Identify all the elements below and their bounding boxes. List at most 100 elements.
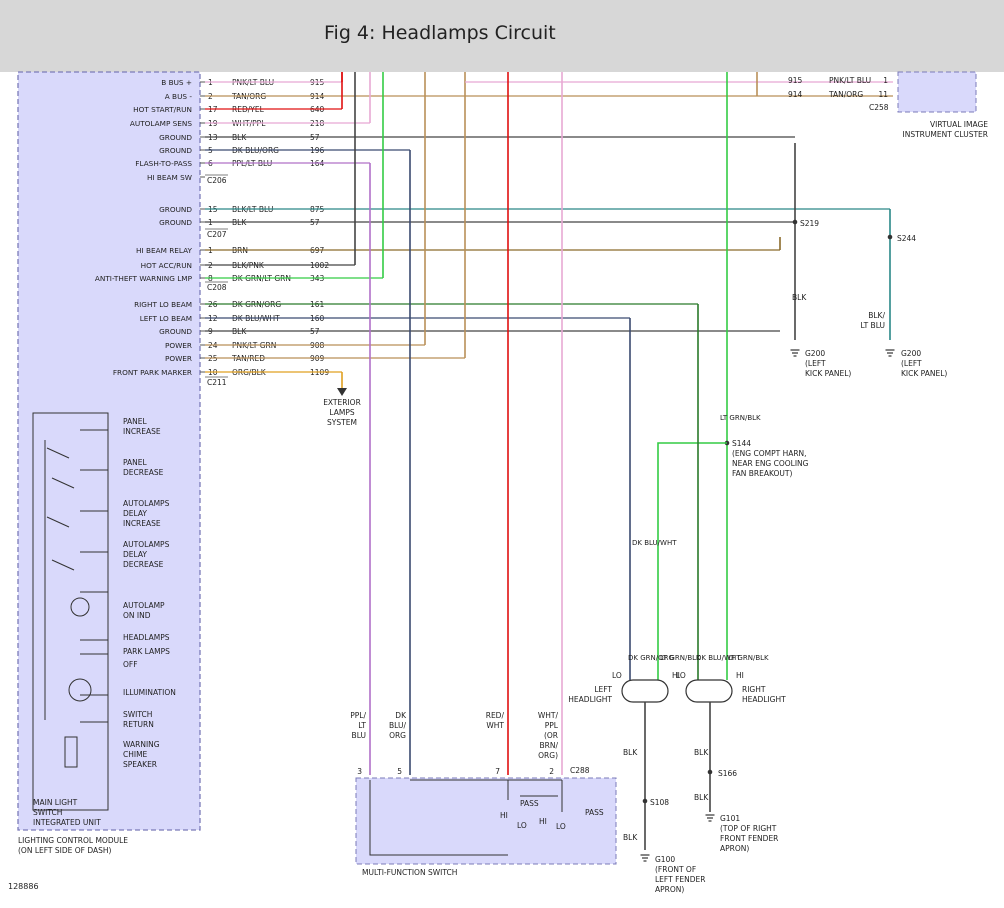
switch-contact — [51, 477, 75, 489]
blk-right-label: BLK — [694, 748, 709, 757]
switch-item-label: OFF — [123, 660, 138, 669]
lo-label: LO — [612, 671, 622, 680]
cluster-pin: 1 — [883, 76, 888, 85]
pin-name: HOT ACC/RUN — [141, 261, 192, 270]
switch-item-label: PANEL — [123, 417, 148, 426]
switch-item-label: WARNING — [123, 740, 160, 749]
mfs-lo2: LO — [556, 822, 566, 831]
arrow-exterior — [337, 388, 347, 396]
hi-label: HI — [736, 671, 744, 680]
switch-contact — [46, 516, 70, 528]
mfs-wire-label: BLU — [352, 731, 366, 740]
switch-item-label: INCREASE — [123, 427, 161, 436]
cluster-pin: 11 — [878, 90, 888, 99]
switch-item-label: DECREASE — [123, 560, 164, 569]
left-headlight — [621, 679, 669, 703]
mfs-wire-label: ORG — [389, 731, 406, 740]
g101-label: (TOP OF RIGHT — [720, 824, 777, 833]
cluster-circuit: 914 — [788, 90, 803, 99]
mfs-pin: 5 — [397, 767, 402, 776]
exterior-lamps-label: LAMPS — [329, 408, 354, 417]
pin-name: AUTOLAMP SENS — [130, 119, 192, 128]
pin-name: POWER — [165, 341, 192, 350]
mfs-wire-label: ORG) — [538, 751, 558, 760]
lt-grn-blk-left: LT GRN/BLK — [660, 654, 701, 662]
connector-label: C207 — [207, 230, 227, 239]
title-bar: Fig 4: Headlamps Circuit — [0, 0, 1004, 72]
mfs-wire-label: DK — [395, 711, 407, 720]
mfs-connector: C288 — [570, 766, 590, 775]
lcm-label: LIGHTING CONTROL MODULE — [18, 836, 128, 845]
switch-item-label: INCREASE — [123, 519, 161, 528]
connector-label: C206 — [207, 176, 227, 185]
switch-contact — [51, 559, 75, 571]
g100-label: APRON) — [655, 885, 684, 894]
hi-label: HI — [672, 671, 680, 680]
cluster-connector: C258 — [869, 103, 889, 112]
s166-label: S166 — [718, 769, 737, 778]
pin-name: A BUS - — [165, 92, 193, 101]
mfs-wire-label: BRN/ — [540, 741, 559, 750]
mfs-lo: LO — [517, 821, 527, 830]
s219-label: S219 — [800, 219, 819, 228]
switch-item-label: PANEL — [123, 458, 148, 467]
g200-label: (LEFT — [901, 359, 922, 368]
left-headlight-label: HEADLIGHT — [568, 695, 612, 704]
dk-blu-wht-right: DK BLU/WHT — [696, 654, 741, 662]
switch-item-label: PARK LAMPS — [123, 647, 170, 656]
g200-label: (LEFT — [805, 359, 826, 368]
g200-label: G200 — [805, 349, 825, 358]
g100-label: (FRONT OF — [655, 865, 696, 874]
main-light-switch-label: INTEGRATED UNIT — [33, 818, 101, 827]
switch-item-label: AUTOLAMPS — [123, 540, 170, 549]
switch-item-label: CHIME — [123, 750, 148, 759]
right-headlight-label: HEADLIGHT — [742, 695, 786, 704]
mfs-internal-left — [369, 780, 508, 856]
right-headlight — [685, 679, 733, 703]
s244-dot — [887, 234, 893, 240]
pin-name: HOT START/RUN — [133, 105, 192, 114]
mfs-wire-label: WHT — [486, 721, 504, 730]
mfs-pin: 2 — [549, 767, 554, 776]
mfs-wire-label: PPL — [545, 721, 559, 730]
exterior-lamps-label: SYSTEM — [327, 418, 357, 427]
pin-name: GROUND — [159, 146, 192, 155]
g101-label: APRON) — [720, 844, 749, 853]
cluster-wire: PNK/LT BLU — [829, 76, 871, 85]
wire-lt-grn-left — [657, 442, 727, 680]
mfs-wire-label: WHT/ — [538, 711, 559, 720]
mfs-wire-label: LT — [358, 721, 366, 730]
switch-item-label: AUTOLAMPS — [123, 499, 170, 508]
s144-label: S144 — [732, 439, 751, 448]
lcm-label: (ON LEFT SIDE OF DASH) — [18, 846, 112, 855]
g100-label: G100 — [655, 855, 675, 864]
page-title: Fig 4: Headlamps Circuit — [324, 22, 556, 44]
main-light-switch-label: MAIN LIGHT — [33, 798, 78, 807]
pin-name: GROUND — [159, 205, 192, 214]
switch-item-label: ILLUMINATION — [123, 688, 176, 697]
mfs-pass: PASS — [520, 799, 539, 808]
g101-label: FRONT FENDER — [720, 834, 778, 843]
pin-name: POWER — [165, 354, 192, 363]
blk-label: BLK — [792, 293, 807, 302]
g200-label: KICK PANEL) — [805, 369, 851, 378]
mfs-label: MULTI-FUNCTION SWITCH — [362, 868, 457, 877]
cluster-label: VIRTUAL IMAGE — [930, 120, 988, 129]
pin-name: GROUND — [159, 218, 192, 227]
mfs-wire-label: RED/ — [486, 711, 505, 720]
cluster-wire: TAN/ORG — [828, 90, 863, 99]
pin-name: HI BEAM RELAY — [136, 246, 193, 255]
cluster-label: INSTRUMENT CLUSTER — [903, 130, 988, 139]
connector-label: C208 — [207, 283, 227, 292]
cluster-circuit: 915 — [788, 76, 803, 85]
illumination-bulb — [68, 678, 92, 702]
right-headlight-label: RIGHT — [742, 685, 766, 694]
pin-name: GROUND — [159, 133, 192, 142]
left-headlight-label: LEFT — [594, 685, 612, 694]
g100-label: LEFT FENDER — [655, 875, 705, 884]
mfs-wire-label: PPL/ — [350, 711, 366, 720]
pin-name: B BUS + — [161, 78, 192, 87]
s219-dot — [792, 219, 798, 225]
pin-name: ANTI-THEFT WARNING LMP — [95, 274, 193, 283]
